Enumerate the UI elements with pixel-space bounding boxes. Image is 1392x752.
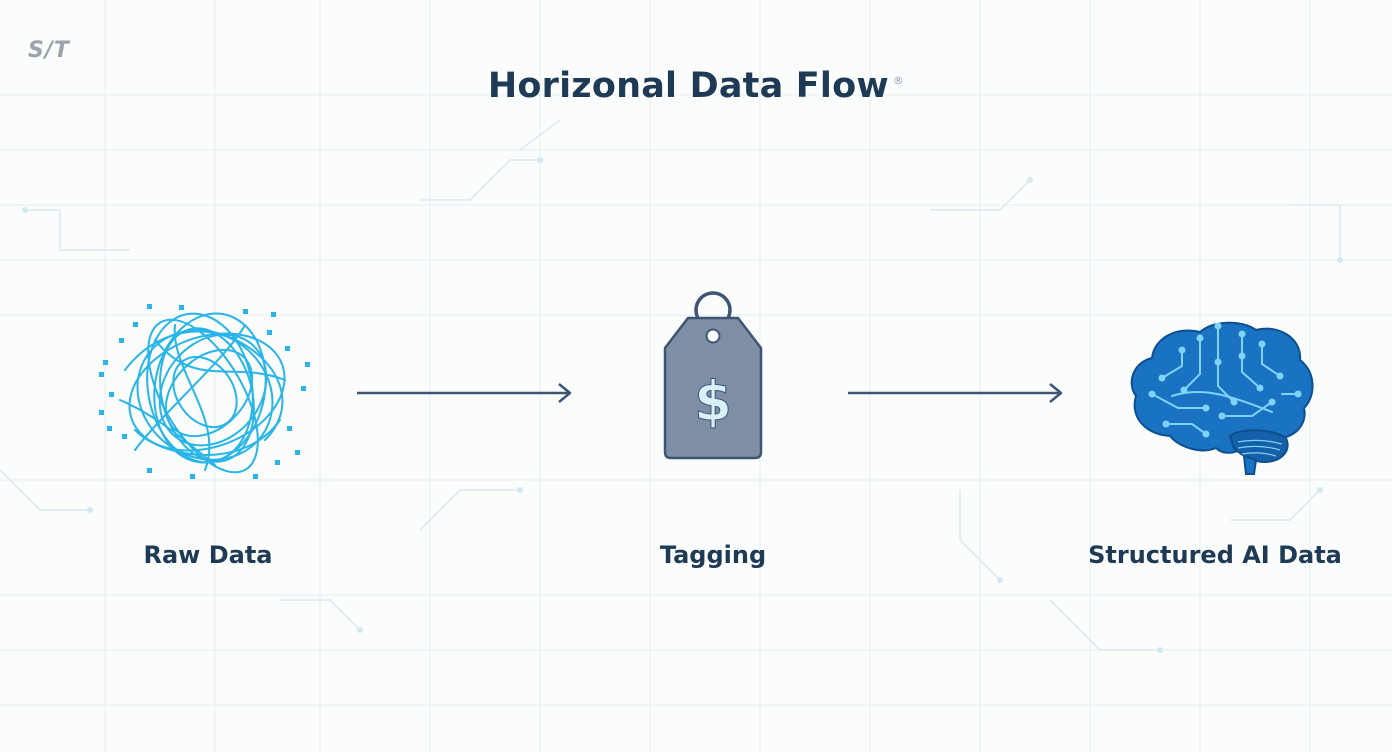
dollar-glyph: $ (694, 370, 732, 433)
tangled-data-icon (99, 304, 310, 479)
stage-label-raw-data: Raw Data (143, 541, 273, 569)
diagram-title: Horizonal Data Flow® (0, 66, 1392, 106)
stage-label-tagging: Tagging (659, 541, 767, 569)
flow-arrow-icon (357, 383, 572, 403)
stage-label-structured-ai-data: Structured AI Data (1088, 541, 1342, 569)
brand-logo: S/T (28, 38, 70, 63)
brain-circuit-icon (1130, 321, 1314, 475)
flow-arrow-icon (848, 383, 1063, 403)
title-mark: ® (892, 74, 905, 88)
title-text: Horizonal Data Flow (487, 66, 889, 106)
price-tag-icon: $ (663, 291, 763, 460)
